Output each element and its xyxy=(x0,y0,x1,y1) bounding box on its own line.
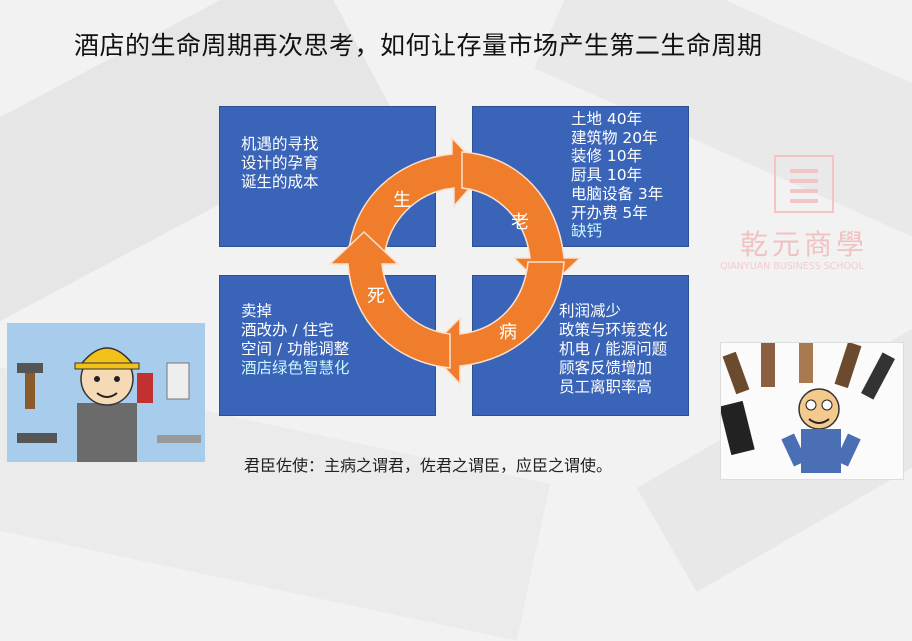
quadrant-text: 空间 / 功能调整 xyxy=(241,340,350,358)
quadrant-highlight-text: 缺钙 xyxy=(571,222,603,241)
cycle-label-aging: 老 xyxy=(511,212,529,233)
cycle-arrow-illness xyxy=(426,261,565,386)
quadrant-text: 设计的孕育 xyxy=(241,154,319,172)
quadrant-highlight-text: 酒店绿色智慧化 xyxy=(241,359,350,377)
quadrant-text: 诞生的成本 xyxy=(241,173,319,191)
quadrant-text: 厨具 10年 xyxy=(571,166,643,185)
cycle-arrow-death xyxy=(328,230,451,369)
quadrant-text: 电脑设备 3年 xyxy=(571,184,664,203)
logo-icon xyxy=(774,155,834,213)
cycle-label-birth: 生 xyxy=(393,190,411,211)
slide-title: 酒店的生命周期再次思考，如何让存量市场产生第二生命周期 xyxy=(74,31,763,60)
cycle-label-illness: 病 xyxy=(499,322,517,343)
worker-illustration xyxy=(7,323,205,462)
lifecycle-arrows xyxy=(328,136,582,386)
quadrant-text: 机电 / 能源问题 xyxy=(559,340,668,358)
quadrant-text: 土地 40年 xyxy=(571,110,643,128)
quadrant-text: 员工离职率高 xyxy=(559,378,653,396)
school-logo: 乾元商學 QIANYUAN BUSINESS SCHOOL xyxy=(720,155,890,285)
quadrant-text: 开办费 5年 xyxy=(571,203,648,222)
quadrant-text: 政策与环境变化 xyxy=(559,321,668,339)
cycle-arrow-aging xyxy=(461,151,582,292)
cycle-arrow-birth xyxy=(347,136,486,259)
quadrant-text: 机遇的寻找 xyxy=(241,135,319,153)
logo-name: 乾元商學 xyxy=(740,228,869,261)
quadrant-text: 酒改办 / 住宅 xyxy=(241,321,334,339)
quadrant-text: 装修 10年 xyxy=(571,147,643,166)
quadrant-text: 建筑物 20年 xyxy=(571,128,658,147)
quadrant-text: 利润减少 xyxy=(559,302,622,320)
quote-text: 君臣佐使：主病之谓君，佐君之谓臣，应臣之谓使。 xyxy=(244,456,613,475)
quadrant-text: 卖掉 xyxy=(241,302,273,320)
cycle-label-death: 死 xyxy=(367,286,385,307)
logo-subtitle: QIANYUAN BUSINESS SCHOOL xyxy=(720,261,864,272)
quadrant-text: 顾客反馈增加 xyxy=(559,359,653,377)
stressed-man-illustration xyxy=(720,342,904,480)
